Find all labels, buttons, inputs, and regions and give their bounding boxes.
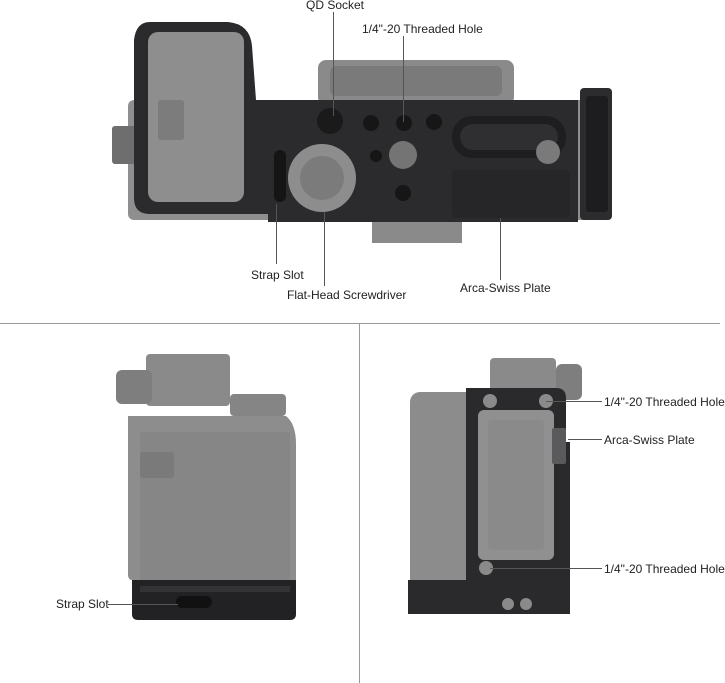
leader-threaded-hole-back-top: [546, 401, 602, 402]
leader-qd-socket: [333, 12, 334, 116]
label-qd-socket: QD Socket: [306, 0, 365, 12]
horizontal-divider: [0, 323, 720, 324]
leader-arca-plate-top: [500, 218, 501, 280]
top-view-cage-illustration: [112, 22, 612, 243]
label-threaded-hole-back-top: 1/4"-20 Threaded Hole: [604, 395, 725, 409]
label-arca-plate: Arca-Swiss Plate: [460, 281, 551, 295]
leader-threaded-hole-top: [403, 36, 404, 122]
vertical-divider: [359, 324, 360, 683]
label-threaded-hole-back-bottom: 1/4"-20 Threaded Hole: [604, 562, 725, 576]
leader-strap-slot-side: [108, 604, 178, 605]
side-view-camera-illustration: [116, 354, 296, 620]
label-screwdriver: Flat-Head Screwdriver: [287, 288, 407, 302]
leader-strap-slot-top: [276, 204, 277, 264]
label-arca-plate-back: Arca-Swiss Plate: [604, 433, 695, 447]
back-view-cage-illustration: [408, 358, 582, 614]
label-threaded-hole: 1/4"-20 Threaded Hole: [362, 22, 483, 36]
leader-arca-plate-back: [568, 439, 602, 440]
leader-threaded-hole-back-bottom: [490, 568, 602, 569]
label-strap-slot: Strap Slot: [251, 268, 304, 282]
label-strap-slot-side: Strap Slot: [56, 597, 109, 611]
leader-screwdriver: [324, 212, 325, 286]
